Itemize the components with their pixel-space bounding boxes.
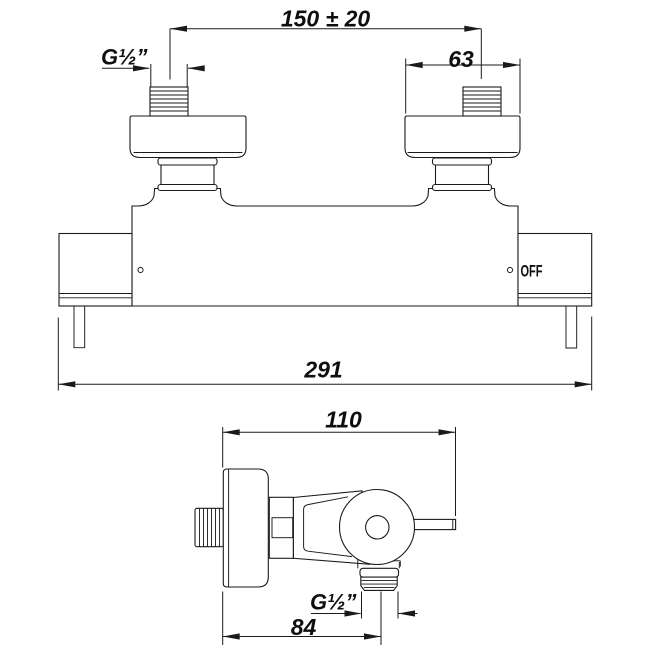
pitch-arrow-left	[170, 25, 187, 32]
left-handle	[58, 232, 133, 307]
side-inlet-thread-hatch	[199, 508, 220, 547]
dim-overall-width: 291	[303, 357, 342, 383]
depth-arrow-left	[222, 429, 240, 436]
left-neck-mid	[160, 163, 215, 187]
right-leg	[565, 306, 578, 349]
side-body-inner-contour	[303, 496, 353, 558]
front-view: OFF	[58, 86, 593, 349]
dim-inlet-thread: G½”	[101, 45, 147, 70]
right-neck-top-ring	[431, 157, 493, 166]
left-screw-hole	[137, 266, 144, 274]
dim-outlet-offset: 84	[291, 614, 317, 640]
depth-arrow-right	[438, 429, 456, 436]
side-view	[194, 468, 457, 591]
dim-union-cap: 63	[448, 46, 474, 72]
side-lever	[409, 518, 457, 531]
width-arrow-left	[58, 381, 76, 388]
outlet-flange-ring	[359, 567, 400, 578]
off-label: OFF	[521, 262, 543, 281]
side-connector-nut	[268, 496, 294, 559]
right-screw-hole	[506, 266, 514, 274]
dim-depth: 110	[325, 407, 362, 433]
cap63-arrow-right	[503, 61, 520, 69]
gbot-arrow-right	[398, 610, 415, 617]
right-union-cap	[404, 115, 521, 159]
left-leg	[73, 306, 86, 349]
outlet-thread-hatch	[361, 580, 397, 588]
offset-arrow-right	[364, 633, 381, 640]
cap63-arrow-left	[405, 61, 423, 69]
gtop-arrow-right	[187, 65, 205, 72]
front-view-dimensions: 150 ± 20 G½” 63 291	[57, 6, 593, 391]
left-neck-bottom-ring	[157, 183, 218, 192]
gtop-arrow-left	[133, 65, 150, 72]
left-union-cap	[129, 115, 247, 159]
left-neck-top-ring	[157, 157, 218, 166]
side-view-dimensions: 110 G½” 84	[222, 407, 456, 645]
left-thread-hatch	[150, 90, 188, 112]
side-wall-disc	[222, 468, 269, 588]
gbot-arrow-left	[344, 610, 362, 617]
width-arrow-right	[574, 381, 592, 388]
valve-body	[131, 187, 519, 307]
side-knob-hub	[365, 515, 390, 540]
dim-center-distance: 150 ± 20	[281, 6, 371, 32]
offset-arrow-left	[222, 633, 240, 640]
pitch-arrow-right	[464, 25, 482, 32]
right-neck-bottom-ring	[431, 183, 493, 192]
dim-outlet-thread: G½”	[310, 590, 356, 615]
side-nut-inner-square	[271, 517, 294, 539]
right-thread-hatch	[463, 90, 501, 112]
right-neck-mid	[434, 163, 490, 187]
